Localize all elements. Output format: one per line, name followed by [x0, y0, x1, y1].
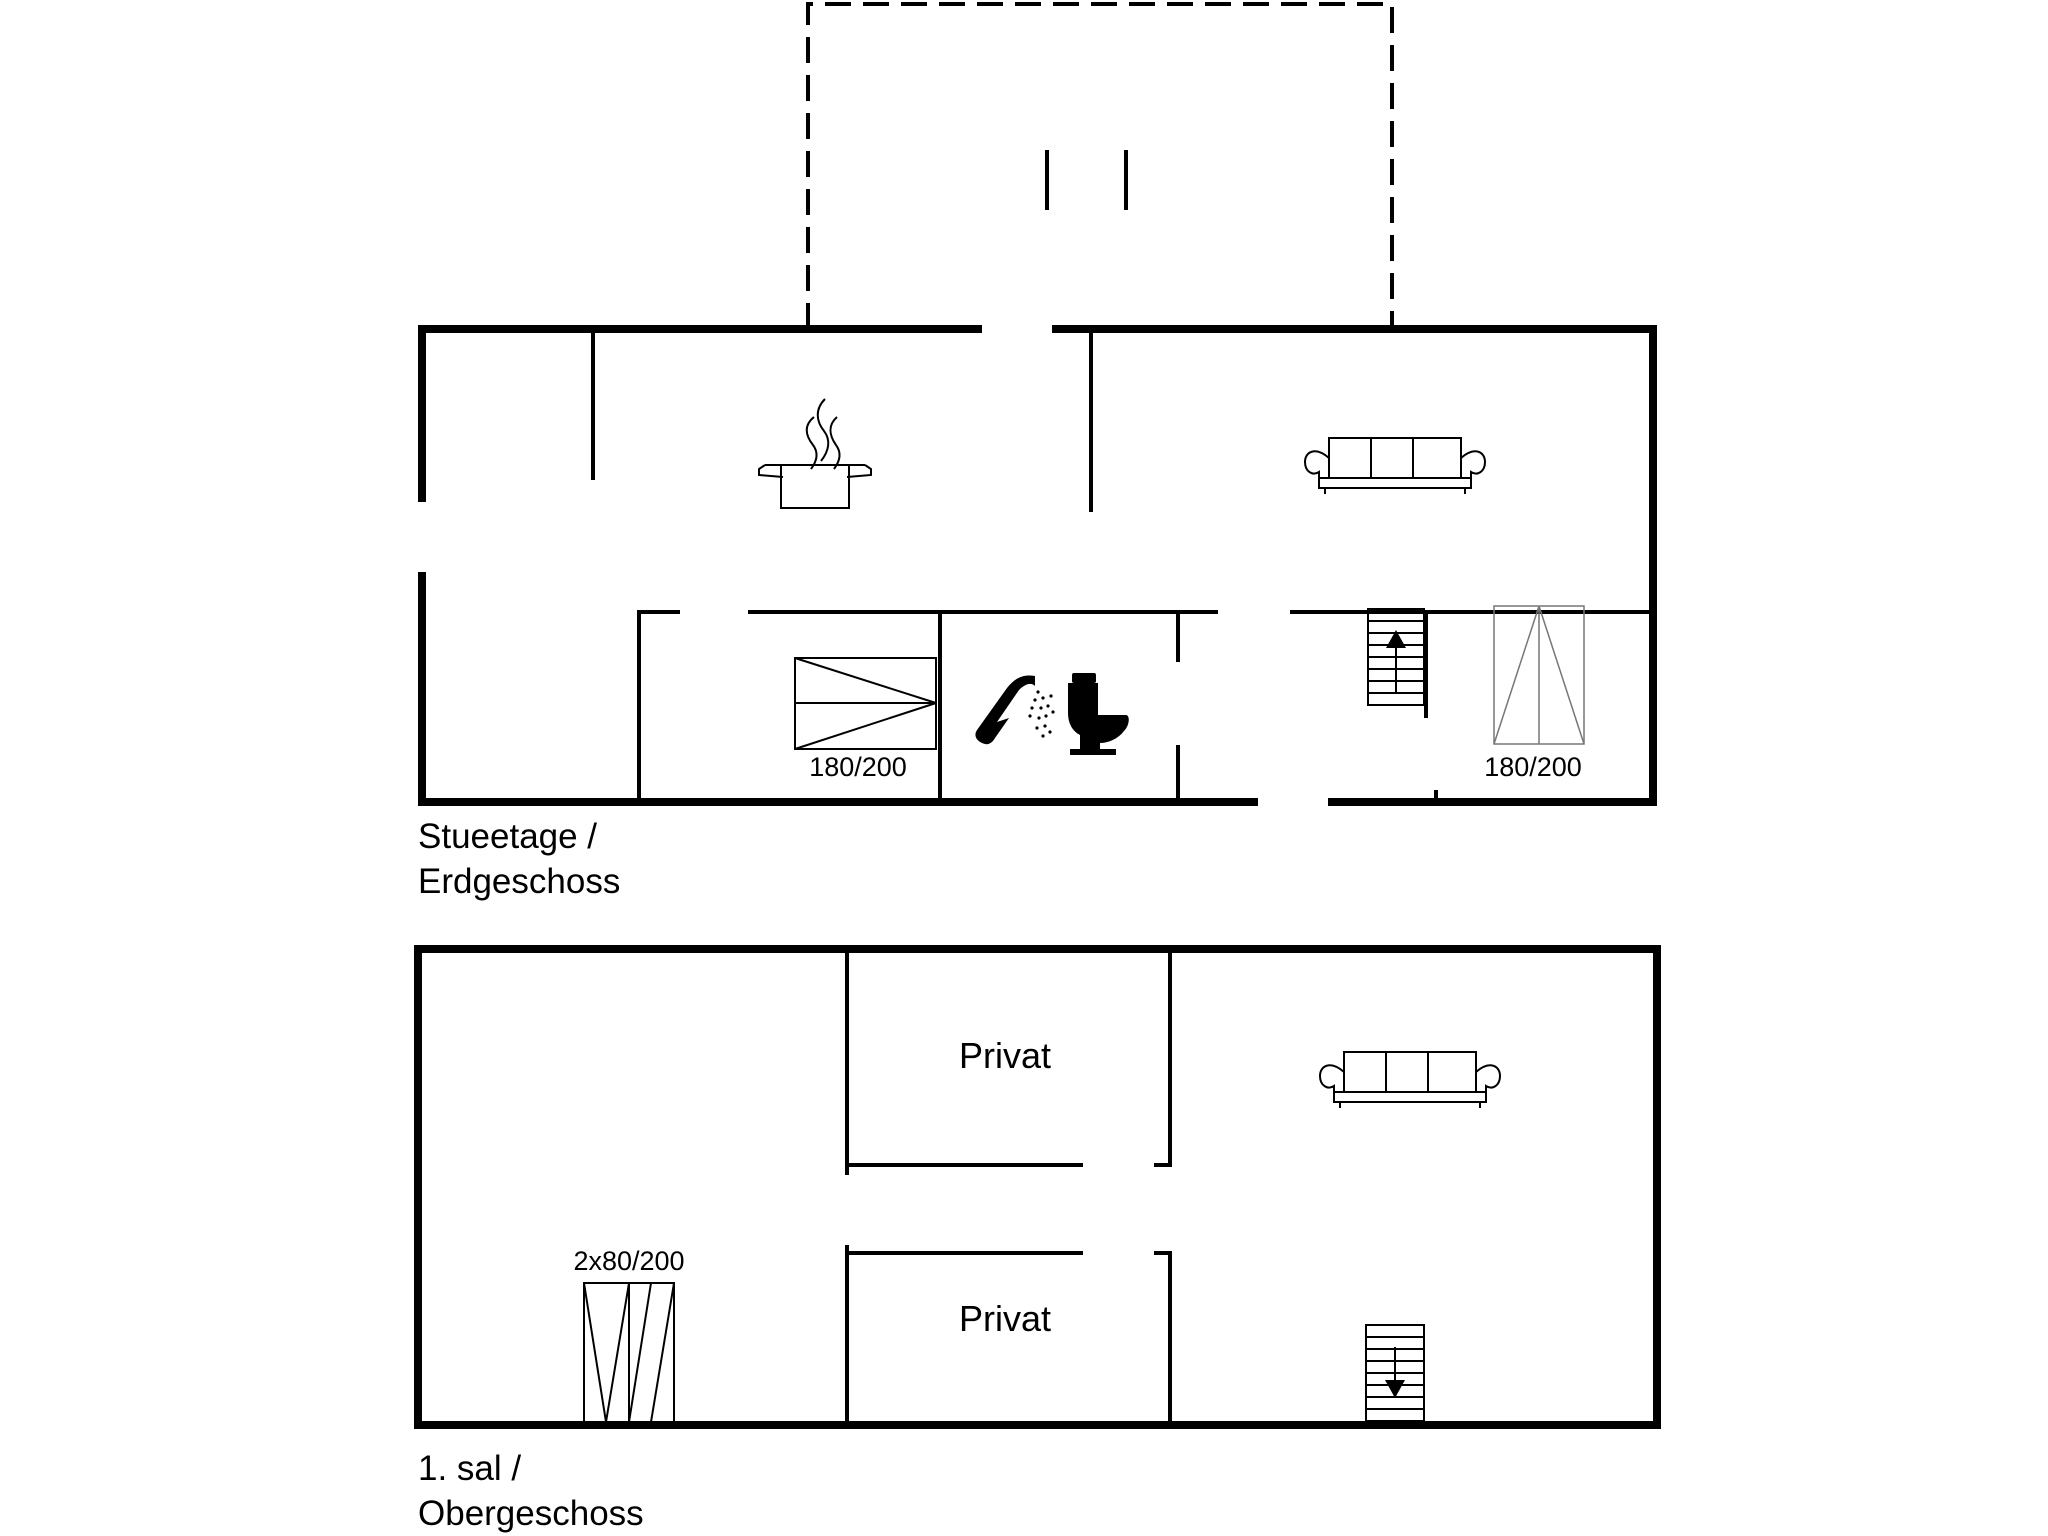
sofa-icon-2 — [1318, 1051, 1502, 1108]
twin-bed-icon — [583, 1282, 675, 1423]
floor-label-ground: Stueetage / — [418, 817, 597, 856]
first-floor-outer-walls — [414, 945, 1661, 1429]
ground-floor-interior-walls — [591, 331, 1651, 800]
double-bed-icon — [794, 657, 937, 750]
terrace-outline — [806, 2, 1394, 329]
shower-icon — [975, 675, 1055, 745]
double-bed-icon-2 — [1493, 605, 1585, 745]
bed-size-label-3: 2x80/200 — [573, 1246, 684, 1276]
floor-label-first-line2: Obergeschoss — [418, 1494, 644, 1533]
stairs-down-icon — [1365, 1324, 1425, 1422]
first-floor-plan: Privat Privat 2x80/200 — [414, 945, 1661, 1533]
room-label-private-2: Privat — [959, 1298, 1051, 1339]
ground-floor-outer-walls — [418, 325, 1657, 806]
first-floor-interior-walls — [845, 951, 1172, 1423]
bed-size-label: 180/200 — [809, 752, 907, 782]
floor-label-first: 1. sal / — [418, 1449, 521, 1488]
floor-label-ground-line2: Erdgeschoss — [418, 862, 620, 901]
cooking-pot-icon — [758, 398, 872, 509]
ground-floor-plan: 180/200 — [418, 2, 1657, 901]
sofa-icon — [1303, 437, 1487, 494]
stairs-up-icon — [1367, 608, 1425, 706]
room-label-private: Privat — [959, 1035, 1051, 1076]
toilet-icon — [1068, 673, 1129, 755]
bed-size-label-2: 180/200 — [1484, 752, 1582, 782]
